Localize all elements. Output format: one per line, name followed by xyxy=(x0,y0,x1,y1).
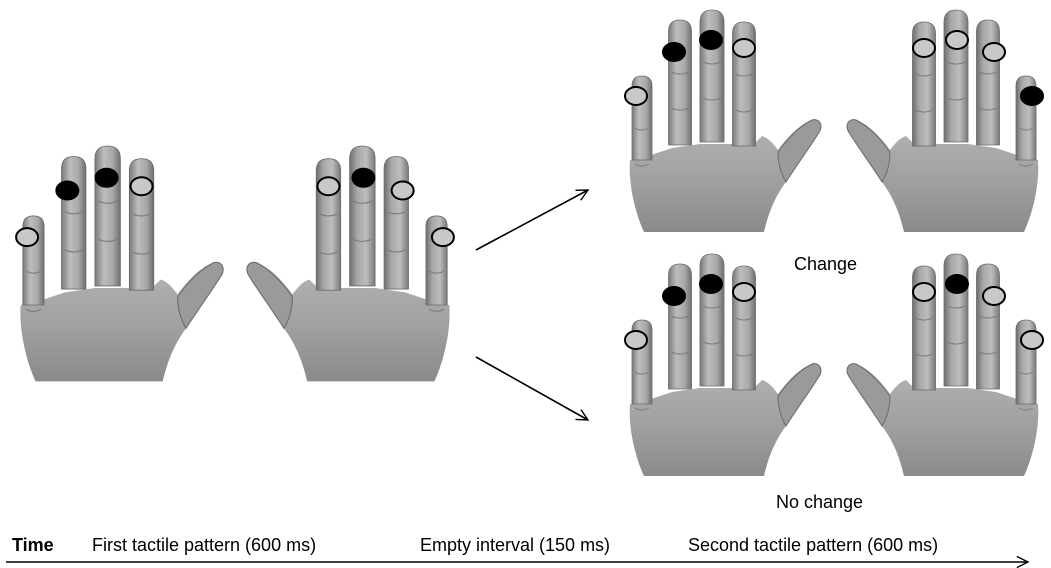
stimulus-active xyxy=(663,287,685,305)
no-change-left-hand xyxy=(630,254,821,476)
stimulus-active xyxy=(700,31,722,49)
stimulus-inactive xyxy=(733,283,755,301)
empty-interval-label: Empty interval (150 ms) xyxy=(420,535,610,556)
no-change-right-hand xyxy=(847,254,1038,476)
thumb xyxy=(778,364,821,426)
change-left-hand xyxy=(630,10,821,232)
stimulus-active xyxy=(96,169,118,187)
arrow-to-no-change xyxy=(476,357,588,420)
thumb xyxy=(847,364,890,426)
finger-ring xyxy=(977,264,1000,389)
thumb xyxy=(778,120,821,182)
finger-ring xyxy=(977,20,1000,145)
finger-middle xyxy=(944,10,968,142)
stimulus-inactive xyxy=(913,39,935,57)
no-change-label: No change xyxy=(776,492,863,513)
stimulus-inactive xyxy=(317,177,339,195)
hands-layer xyxy=(20,10,1038,476)
first-right-hand xyxy=(247,146,450,381)
stimulus-inactive xyxy=(625,331,647,349)
arrow-to-change xyxy=(476,190,588,250)
stimulus-active xyxy=(700,275,722,293)
finger-middle xyxy=(700,10,724,142)
stimulus-active xyxy=(663,43,685,61)
stimulus-inactive xyxy=(392,182,414,200)
stimulus-active xyxy=(56,182,78,200)
second-pattern-label: Second tactile pattern (600 ms) xyxy=(688,535,938,556)
stimulus-inactive xyxy=(983,43,1005,61)
finger-ring xyxy=(669,264,692,389)
stimulus-inactive xyxy=(733,39,755,57)
finger-middle xyxy=(700,254,724,386)
finger-middle xyxy=(350,146,375,286)
stimulus-inactive xyxy=(983,287,1005,305)
change-right-hand xyxy=(847,10,1038,232)
stimulus-active xyxy=(946,275,968,293)
finger-ring xyxy=(669,20,692,145)
change-label: Change xyxy=(794,254,857,275)
stimulus-active xyxy=(352,169,374,187)
stimulus-inactive xyxy=(625,87,647,105)
stimulus-inactive xyxy=(432,228,454,246)
thumb xyxy=(847,120,890,182)
finger-ring xyxy=(384,157,408,290)
time-label: Time xyxy=(12,535,54,556)
first-pattern-label: First tactile pattern (600 ms) xyxy=(92,535,316,556)
finger-ring xyxy=(62,157,86,290)
stimulus-inactive xyxy=(1021,331,1043,349)
first-left-hand xyxy=(20,146,223,381)
thumb xyxy=(178,262,223,328)
stimulus-inactive xyxy=(913,283,935,301)
finger-middle xyxy=(944,254,968,386)
stimulus-inactive xyxy=(946,31,968,49)
thumb xyxy=(247,262,292,328)
finger-middle xyxy=(95,146,120,286)
stimulus-inactive xyxy=(131,177,153,195)
stimulus-inactive xyxy=(16,228,38,246)
stimulus-active xyxy=(1021,87,1043,105)
